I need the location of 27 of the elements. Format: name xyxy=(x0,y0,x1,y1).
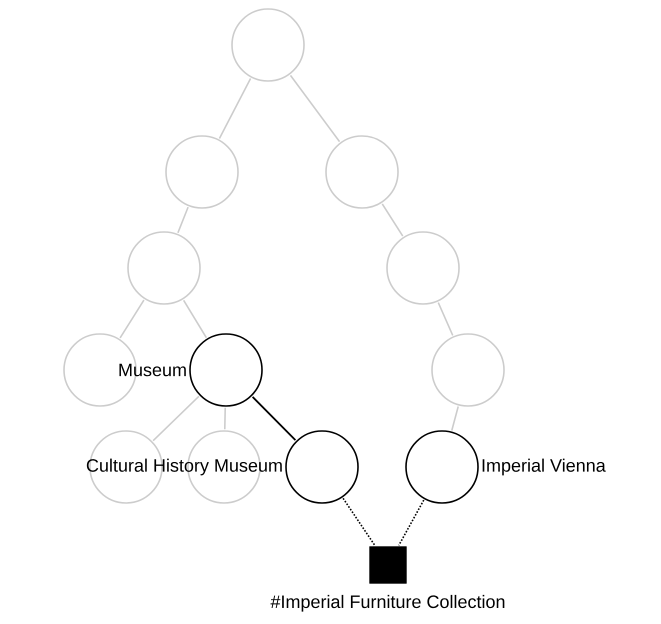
connector-line xyxy=(224,408,226,430)
node-label: Museum xyxy=(119,364,186,376)
connector-line xyxy=(177,206,189,234)
connector-line xyxy=(342,498,376,546)
node-label: #Imperial Furniture Collection xyxy=(270,594,504,612)
connector-line xyxy=(182,300,208,338)
connector-line xyxy=(438,302,454,336)
node-circle xyxy=(431,333,505,407)
connector-line xyxy=(451,406,459,431)
node-label: Imperial Vienna xyxy=(482,458,606,476)
connector-line xyxy=(218,78,252,139)
node-circle xyxy=(386,231,460,305)
node-circle xyxy=(165,135,239,209)
connector-line xyxy=(152,396,200,442)
connector-line xyxy=(382,203,404,237)
connector-line xyxy=(119,300,145,338)
node-circle xyxy=(325,135,399,209)
node-circle xyxy=(285,430,359,504)
node-circle xyxy=(127,231,201,305)
connector-line xyxy=(290,74,340,142)
node-square xyxy=(369,546,407,584)
connector-line xyxy=(398,500,424,546)
node-circle xyxy=(231,8,305,82)
node-circle xyxy=(189,333,263,407)
node-circle xyxy=(405,430,479,504)
node-label: Cultural History Museum xyxy=(86,458,282,476)
connector-line xyxy=(252,396,296,441)
